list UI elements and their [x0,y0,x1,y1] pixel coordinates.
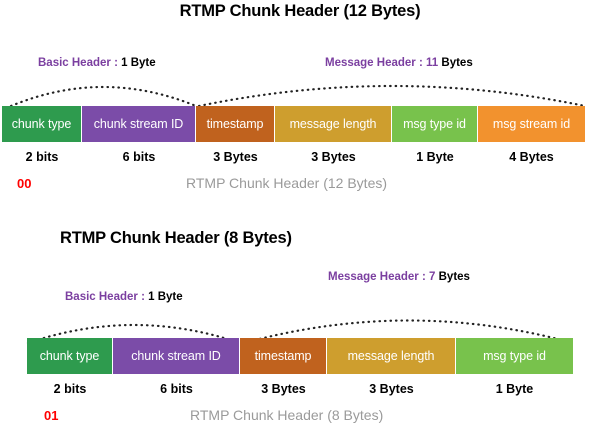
segment-chunk-stream-id-12[interactable]: chunk stream ID [82,106,196,142]
basic-header-unit-12: Byte [130,57,156,69]
header-byte-bar-8: chunk type chunk stream ID timestamp mes… [27,338,573,374]
segment-msg-stream-id-12[interactable]: msg stream id [478,106,585,142]
message-header-name-8: Message Header [328,271,419,283]
message-header-arc-12 [197,84,587,108]
page-title-8: RTMP Chunk Header (8 Bytes) [60,229,292,247]
basic-header-name-8: Basic Header [65,291,138,303]
size-msg-type-id-8: 1 Byte [495,382,534,396]
rtmp-chunk-header-8-bytes-diagram: RTMP Chunk Header (8 Bytes) Basic Header… [0,225,600,435]
message-header-unit-8: Bytes [438,271,470,283]
basic-header-separator-12: : [110,57,122,69]
segment-chunk-stream-id-8[interactable]: chunk stream ID [113,338,240,374]
message-header-value-12: 11 [426,57,439,69]
segment-message-length-12[interactable]: message length [275,106,392,142]
basic-header-unit-8: Byte [157,291,183,303]
message-header-separator-8: : [418,271,430,283]
size-chunk-stream-id-8: 6 bits [160,382,193,396]
page-title-12: RTMP Chunk Header (12 Bytes) [179,2,421,20]
segment-msg-type-id-8[interactable]: msg type id [456,338,573,374]
rtmp-chunk-header-12-bytes-diagram: RTMP Chunk Header (12 Bytes) Basic Heade… [0,0,600,220]
basic-header-value-12: 1 [121,57,128,69]
basic-header-label-12: Basic Header : 1 Byte [38,57,156,69]
footer-caption-8: RTMP Chunk Header (8 Bytes) [190,407,384,423]
size-message-length-8: 3 Bytes [369,382,414,396]
header-byte-bar-12: chunk type chunk stream ID timestamp mes… [2,106,585,142]
message-header-separator-12: : [415,57,427,69]
size-chunk-stream-id-12: 6 bits [122,150,156,164]
segment-msg-type-id-12[interactable]: msg type id [392,106,478,142]
message-header-label-12: Message Header : 11 Bytes [325,57,473,69]
segment-timestamp-8[interactable]: timestamp [240,338,327,374]
segment-timestamp-12[interactable]: timestamp [196,106,275,142]
basic-header-label-8: Basic Header : 1 Byte [65,291,183,303]
segment-chunk-type-12[interactable]: chunk type [2,106,82,142]
size-timestamp-12: 3 Bytes [213,150,258,164]
segment-chunk-type-8[interactable]: chunk type [27,338,113,374]
message-header-unit-12: Bytes [441,57,473,69]
size-chunk-type-12: 2 bits [25,150,59,164]
basic-header-name-12: Basic Header [38,57,111,69]
footer-caption-12: RTMP Chunk Header (12 Bytes) [186,175,388,191]
message-header-value-8: 7 [429,271,436,283]
message-header-name-12: Message Header [325,57,416,69]
message-header-label-8: Message Header : 7 Bytes [328,271,470,283]
size-timestamp-8: 3 Bytes [261,382,306,396]
basic-header-value-8: 1 [148,291,155,303]
chunk-type-code-8: 01 [44,408,59,423]
basic-header-arc-12 [9,85,198,108]
size-msg-stream-id-12: 4 Bytes [509,150,554,164]
size-msg-type-id-12: 1 Byte [416,150,454,164]
basic-header-separator-8: : [137,291,149,303]
segment-message-length-8[interactable]: message length [327,338,456,374]
size-chunk-type-8: 2 bits [53,382,87,396]
chunk-type-code-12: 00 [17,176,32,191]
size-message-length-12: 3 Bytes [311,150,356,164]
